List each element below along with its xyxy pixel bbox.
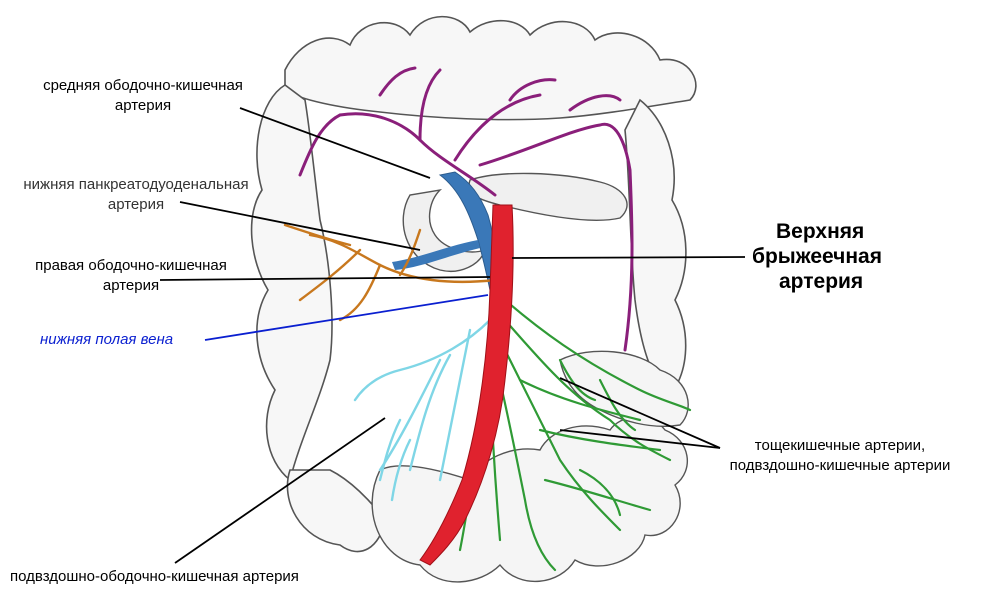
- jejunum-loops: [559, 350, 689, 428]
- leader-ileocolic: [174, 417, 386, 564]
- label-right-colic-line1: правая ободочно-кишечная: [35, 257, 227, 274]
- leader-jejunal-1: [559, 377, 721, 449]
- label-right-colic: правая ободочно-кишечная артерия: [6, 256, 256, 296]
- pancreas: [468, 172, 628, 222]
- leader-right-colic: [159, 276, 491, 281]
- label-ipd-line2: артерия: [107, 196, 165, 213]
- label-ileocolic: подвздошно-ободочно-кишечная артерия: [10, 568, 299, 585]
- leader-superior-mesenteric: [511, 256, 746, 259]
- right-colic-branches: [283, 223, 497, 322]
- vein-branch: [392, 240, 480, 270]
- middle-colic-branches: [298, 66, 634, 352]
- label-sma-line2: брыжеечная: [752, 245, 882, 268]
- transverse-colon: [284, 15, 697, 121]
- label-inferior-pancreaticoduodenal: нижняя панкреатодуоденальная артерия: [0, 175, 272, 215]
- label-ipd-line1: нижняя панкреатодуоденальная: [23, 176, 249, 193]
- leader-vena-cava: [204, 294, 489, 341]
- label-right-colic-line2: артерия: [102, 277, 160, 294]
- ileocolic-branches: [353, 318, 492, 502]
- label-jejunal-line1: тощекишечные артерии,: [754, 437, 926, 454]
- colon: [250, 15, 697, 553]
- leader-inferior-pancreaticoduodenal: [179, 201, 421, 251]
- label-middle-colic-line2: артерия: [114, 97, 172, 114]
- label-jejunal-line2: подвздошно-кишечные артерии: [729, 457, 951, 474]
- leader-jejunal-2: [559, 429, 721, 449]
- label-middle-colic: средняя ободочно-кишечная артерия: [8, 76, 278, 116]
- label-middle-colic-line1: средняя ободочно-кишечная: [43, 77, 243, 94]
- label-jejunal-ileal: тощекишечные артерии, подвздошно-кишечны…: [704, 436, 976, 476]
- label-inferior-vena-cava: нижняя полая вена: [40, 331, 174, 348]
- ascending-colon: [250, 84, 333, 482]
- leader-middle-colic: [239, 107, 431, 179]
- label-sma-line3: артерия: [779, 270, 864, 293]
- cecum: [286, 469, 386, 553]
- label-superior-mesenteric: Верхняя брыжеечная артерия: [752, 219, 882, 294]
- superior-mesenteric-artery: [419, 204, 514, 566]
- label-sma-line1: Верхняя: [776, 220, 865, 243]
